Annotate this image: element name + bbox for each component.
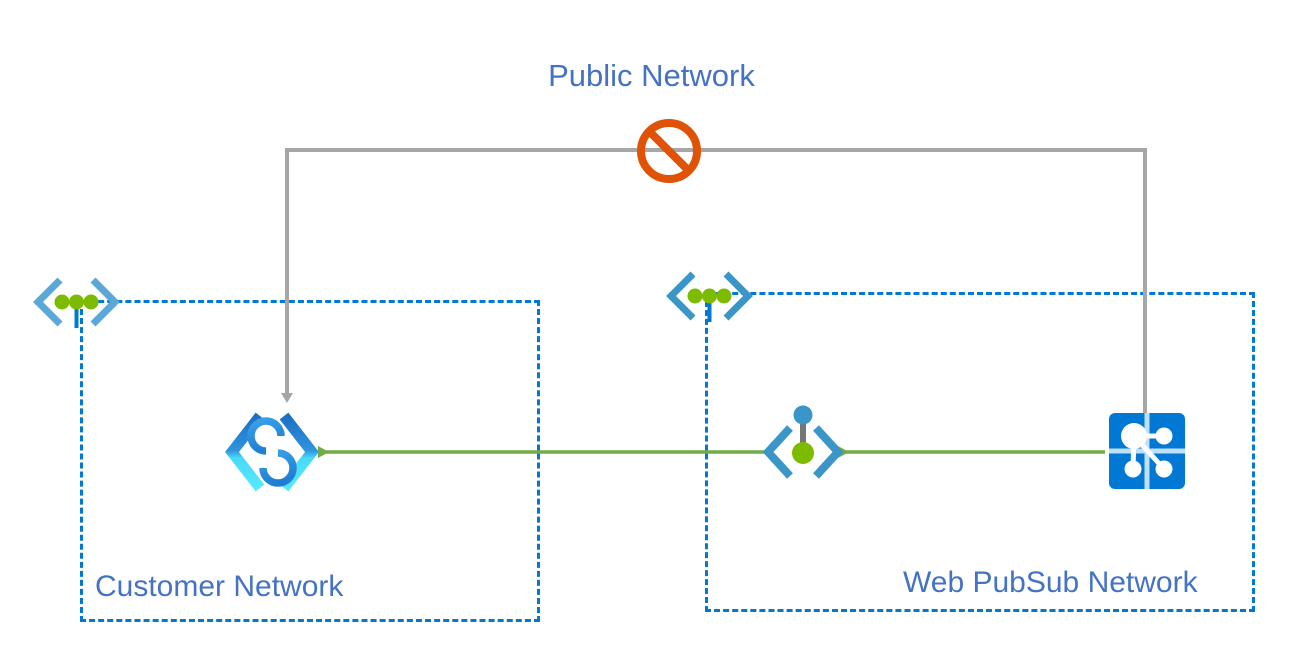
webpubsub-network-label: Web PubSub Network <box>903 566 1198 599</box>
virtual-network-icon-webpubsub <box>666 271 753 322</box>
private-endpoint-icon <box>762 405 844 479</box>
web-pubsub-service-icon <box>1109 413 1185 489</box>
page-title: Public Network <box>548 58 755 93</box>
private-link-icon <box>225 412 319 492</box>
blocked-icon <box>637 119 701 183</box>
customer-network-label: Customer Network <box>95 570 344 603</box>
virtual-network-icon-customer <box>33 277 120 328</box>
